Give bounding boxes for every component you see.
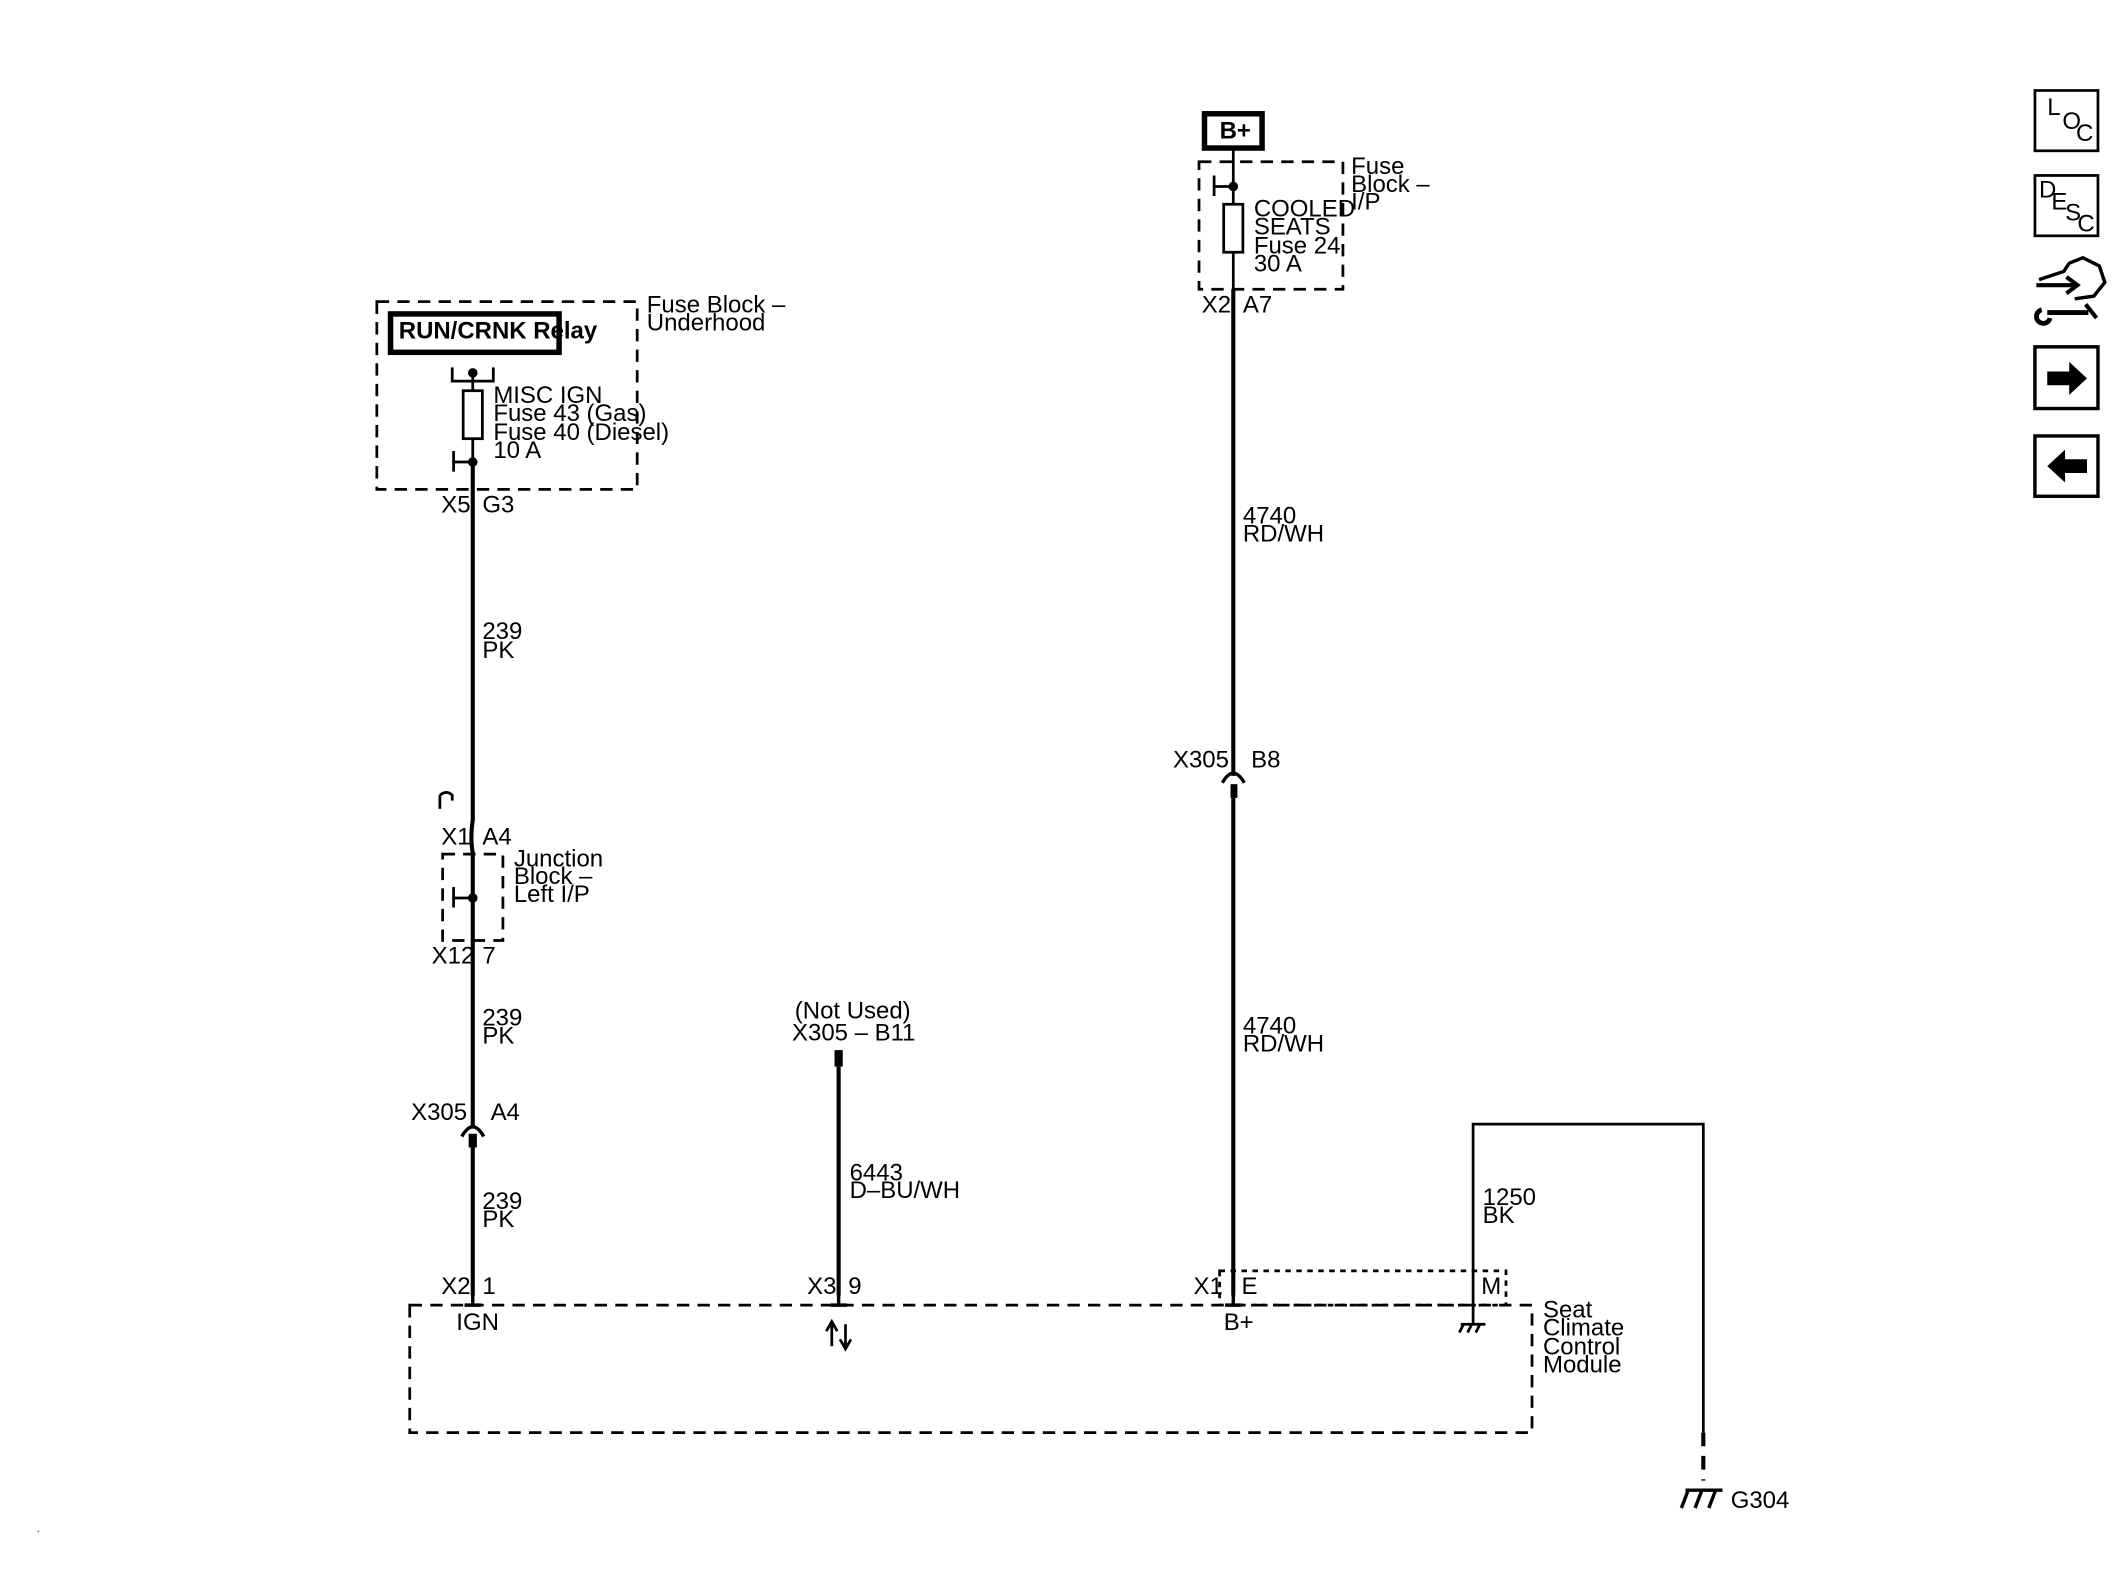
svg-text:10 A: 10 A <box>493 437 541 464</box>
svg-text:Climate: Climate <box>1543 1314 1624 1341</box>
svg-text:C: C <box>2076 120 2093 147</box>
svg-text:PK: PK <box>482 1206 514 1233</box>
desc-button[interactable]: D E S C <box>2033 174 2100 238</box>
connector-end-view-button[interactable] <box>2034 255 2107 326</box>
next-page-button[interactable] <box>2033 345 2100 411</box>
svg-text:1250: 1250 <box>1483 1184 1536 1211</box>
wire-1250: 1250 BK G304 <box>1471 1122 1790 1514</box>
svg-text:(Not Used): (Not Used) <box>795 998 911 1025</box>
svg-text:6443: 6443 <box>850 1159 903 1186</box>
svg-text:Block –: Block – <box>514 863 593 890</box>
fuse-block-underhood: Fuse Block – Underhood RUN/CRNK Relay MI… <box>375 292 786 519</box>
cooled-seats-fuse <box>1222 202 1245 254</box>
bplus-source: B+ <box>1201 111 1265 151</box>
svg-text:Underhood: Underhood <box>647 309 766 336</box>
svg-text:E: E <box>1242 1273 1258 1300</box>
svg-text:7: 7 <box>482 943 495 970</box>
svg-text:X5: X5 <box>441 492 470 519</box>
svg-text:D–BU/WH: D–BU/WH <box>850 1177 961 1204</box>
loc-button[interactable]: L O C <box>2033 89 2100 153</box>
chassis-ground-icon <box>1458 1322 1486 1334</box>
fuse-block-ip: Fuse Block – I/P COOLED SEATS Fuse 24 30… <box>1197 148 1430 319</box>
svg-text:X2: X2 <box>441 1273 470 1300</box>
module-pin-bplus: X1 E B+ <box>1194 1273 1258 1336</box>
svg-text:RD/WH: RD/WH <box>1243 521 1324 548</box>
svg-text:S: S <box>2065 200 2081 227</box>
svg-text:X1: X1 <box>441 823 470 850</box>
misc-ign-fuse <box>461 389 484 441</box>
svg-text:X305: X305 <box>1173 747 1229 774</box>
svg-text:4740: 4740 <box>1243 503 1296 530</box>
svg-text:RD/WH: RD/WH <box>1243 1030 1324 1057</box>
svg-text:Block –: Block – <box>1351 171 1430 198</box>
svg-text:A4: A4 <box>482 823 511 850</box>
svg-text:PK: PK <box>482 1022 514 1049</box>
module-pin-ign: X2 1 IGN <box>441 1273 499 1336</box>
svg-text:239: 239 <box>482 1188 522 1215</box>
wire-4740: 4740 RD/WH X305 B8 4740 RD/WH <box>1173 289 1324 1296</box>
svg-text:G3: G3 <box>482 492 514 519</box>
svg-text:9: 9 <box>848 1273 861 1300</box>
svg-text:COOLED: COOLED <box>1254 196 1355 223</box>
previous-page-button[interactable] <box>2033 434 2100 498</box>
svg-text:RUN/CRNK Relay: RUN/CRNK Relay <box>399 318 598 345</box>
svg-text:Fuse 43 (Gas): Fuse 43 (Gas) <box>493 400 646 427</box>
svg-text:SEATS: SEATS <box>1254 213 1331 240</box>
svg-text:IGN: IGN <box>456 1309 499 1336</box>
run-crank-relay: RUN/CRNK Relay <box>387 311 598 356</box>
svg-text:M: M <box>1481 1273 1501 1300</box>
svg-text:BK: BK <box>1483 1202 1515 1229</box>
svg-text:B8: B8 <box>1251 747 1280 774</box>
svg-text:MISC IGN: MISC IGN <box>493 382 602 409</box>
wire-239: 239 PK X1 A4 Junction Block – Left I/P X… <box>411 461 603 1296</box>
svg-text:1: 1 <box>482 1273 495 1300</box>
svg-text:PK: PK <box>482 637 514 664</box>
arrow-left-icon <box>2047 449 2088 483</box>
module-pin-ground: M <box>1458 1273 1501 1334</box>
connector-wrench-icon <box>2034 255 2107 326</box>
ground-g304-icon <box>1679 1488 1723 1509</box>
svg-text:239: 239 <box>482 1004 522 1031</box>
svg-text:4740: 4740 <box>1243 1013 1296 1040</box>
svg-text:B+: B+ <box>1224 1309 1254 1336</box>
inline-connector-x305-b8 <box>1220 771 1246 784</box>
svg-text:Module: Module <box>1543 1351 1622 1378</box>
wire-6443: (Not Used) X305 – B11 6443 D–BU/WH <box>792 998 960 1296</box>
inline-connector-x305-a4 <box>460 1125 486 1138</box>
bidirectional-data-icon <box>825 1318 853 1352</box>
svg-text:B+: B+ <box>1220 117 1251 144</box>
svg-text:G304: G304 <box>1731 1487 1790 1514</box>
svg-text:Junction: Junction <box>514 845 603 872</box>
svg-text:Fuse: Fuse <box>1351 153 1404 180</box>
svg-text:D: D <box>2039 176 2056 203</box>
svg-text:Fuse 24: Fuse 24 <box>1254 233 1341 260</box>
seat-climate-control-module: Seat Climate Control Module X2 1 IGN X3 … <box>408 1269 1624 1434</box>
svg-text:A7: A7 <box>1243 292 1272 319</box>
svg-text:Fuse 40 (Diesel): Fuse 40 (Diesel) <box>493 419 669 446</box>
svg-text:X305: X305 <box>411 1099 467 1126</box>
svg-text:X3: X3 <box>807 1273 836 1300</box>
svg-text:E: E <box>2051 189 2067 216</box>
svg-text:O: O <box>2062 108 2081 135</box>
svg-text:L: L <box>2047 94 2060 121</box>
svg-text:X1: X1 <box>1194 1273 1223 1300</box>
junction-block-left-ip: Junction Block – Left I/P <box>441 845 603 942</box>
svg-text:C: C <box>2077 211 2094 238</box>
svg-text:239: 239 <box>482 618 522 645</box>
svg-text:Control: Control <box>1543 1333 1620 1360</box>
svg-text:30 A: 30 A <box>1254 250 1302 277</box>
svg-text:I/P: I/P <box>1351 189 1380 216</box>
svg-text:Seat: Seat <box>1543 1296 1593 1323</box>
svg-text:Left I/P: Left I/P <box>514 881 590 908</box>
module-pin-data: X3 9 <box>807 1273 862 1352</box>
arrow-right-icon <box>2047 361 2088 395</box>
svg-text:A4: A4 <box>491 1099 520 1126</box>
svg-text:X12: X12 <box>432 943 475 970</box>
svg-text:X305 – B11: X305 – B11 <box>792 1020 915 1047</box>
svg-text:Fuse Block –: Fuse Block – <box>647 292 786 319</box>
svg-text:X2: X2 <box>1202 292 1231 319</box>
